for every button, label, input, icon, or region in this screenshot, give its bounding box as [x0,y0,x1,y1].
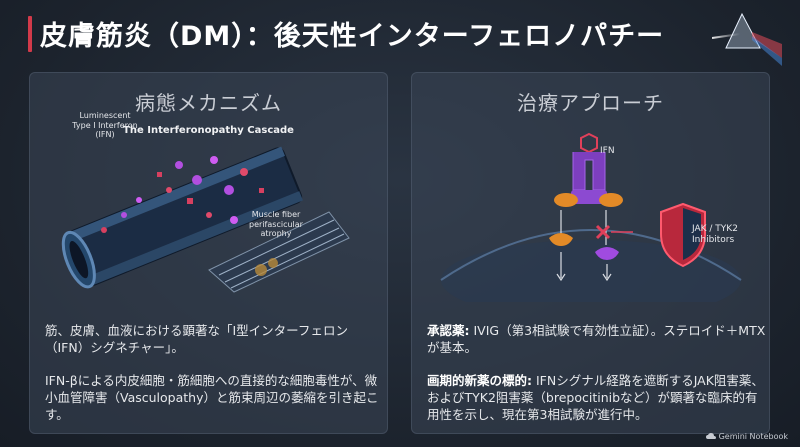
watermark-text: Gemini Notebook [718,432,788,441]
muscle-label: Muscle fiber perifascicular atrophy [249,210,303,239]
approved-drugs-body: IVIG（第3相試験で有効性立証）。ステロイド＋MTXが基本。 [427,323,766,355]
jak-inhibitors-label: JAK / TYK2 Inhibitors [692,224,738,245]
novel-targets-label: 画期的新薬の標的: [427,373,532,388]
ifn-label: Luminescent Type I Interferon (IFN) [72,111,138,140]
prism-icon [712,12,782,66]
cloud-icon [705,433,716,439]
slide-title: 皮膚筋炎（DM）：後天性インターフェロノパチー [40,21,665,52]
novel-targets-body: IFNシグナル経路を遮断するJAK阻害薬、およびTYK2阻害薬（brepocit… [427,373,764,422]
novel-targets-text: 画期的新薬の標的: IFNシグナル経路を遮断するJAK阻害薬、およびTYK2阻害… [427,372,767,423]
muscle-bundle [208,211,350,293]
shield-icon [660,202,706,268]
ifn-receptor [571,132,607,204]
title-accent-bar [28,16,32,52]
ifn-label: IFN [600,146,615,156]
watermark: Gemini Notebook [705,432,788,441]
approved-drugs-text: 承認薬: IVIG（第3相試験で有効性立証）。ステロイド＋MTXが基本。 [427,322,767,356]
panel-heading: 治療アプローチ [517,91,664,115]
mechanism-text-1: 筋、皮膚、血液における顕著な「I型インターフェロン（IFN）シグネチャー」。 [45,323,348,355]
ifn-particles [101,156,264,233]
approved-drugs-label: 承認薬: [427,323,470,338]
interferonopathy-illustration [61,146,350,293]
panel-heading: 病態メカニズム [135,91,282,115]
illustration-caption: The Interferonopathy Cascade [123,125,294,136]
signaling-illustration [440,132,742,302]
mechanism-text-2: IFN-βによる内皮細胞・筋細胞への直接的な細胞毒性が、微小血管障害（Vascu… [45,373,379,422]
